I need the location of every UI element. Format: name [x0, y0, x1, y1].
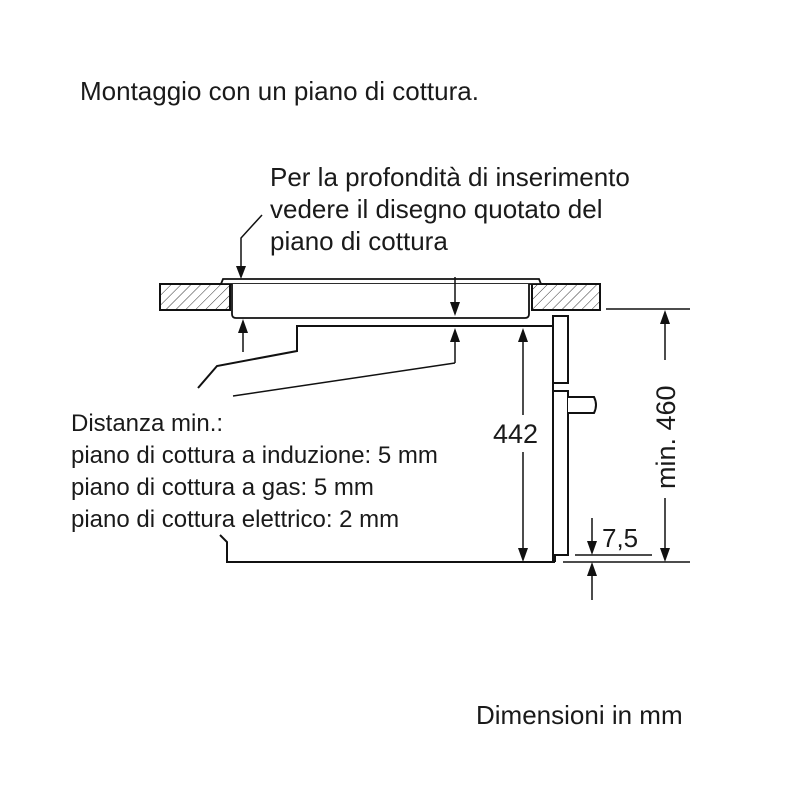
- drawing-lines: [159, 214, 690, 600]
- dim-7-5-label: 7,5: [602, 523, 638, 553]
- note-leader: [240, 214, 263, 270]
- dim-7-5-arrow-up-icon: [587, 562, 597, 576]
- hob-top-plate: [219, 278, 543, 285]
- distance-heading: Distanza min.:: [71, 410, 223, 437]
- countertop-left: [159, 283, 231, 311]
- oven-top-outline: [197, 325, 553, 389]
- diagram-title: Montaggio con un piano di cottura.: [80, 76, 479, 106]
- oven-bottom-outline: [219, 534, 555, 563]
- units-note: Dimensioni in mm: [476, 700, 683, 730]
- dim-460-arrow-down-icon: [660, 548, 670, 562]
- oven-front-upper: [552, 315, 569, 384]
- gap-arrow-up-icon: [450, 328, 460, 342]
- dim-442-arrow-down-icon: [518, 548, 528, 562]
- depth-note-line-2: vedere il disegno quotato del: [270, 194, 602, 224]
- gap-arrow-down-icon: [450, 302, 460, 316]
- oven-front-lower: [553, 390, 569, 562]
- oven-handle: [568, 396, 597, 414]
- hob-body: [231, 284, 530, 319]
- countertop-right: [531, 283, 601, 311]
- dim-460-label: min. 460: [651, 385, 681, 489]
- depth-note-line-1: Per la profondità di inserimento: [270, 162, 630, 192]
- hob-arrow-up-icon: [238, 319, 248, 333]
- leader-arrow-icon: [236, 266, 246, 279]
- distance-induction: piano di cottura a induzione: 5 mm: [71, 442, 438, 469]
- distance-gas: piano di cottura a gas: 5 mm: [71, 474, 374, 501]
- distance-electric: piano di cottura elettrico: 2 mm: [71, 506, 399, 533]
- dim-442-label: 442: [493, 419, 538, 449]
- depth-note-line-3: piano di cottura: [270, 226, 448, 256]
- gap-leader: [232, 362, 456, 397]
- dim-442-arrow-up-icon: [518, 328, 528, 342]
- dim-460-arrow-up-icon: [660, 310, 670, 324]
- dim-7-5-arrow-down-icon: [587, 541, 597, 555]
